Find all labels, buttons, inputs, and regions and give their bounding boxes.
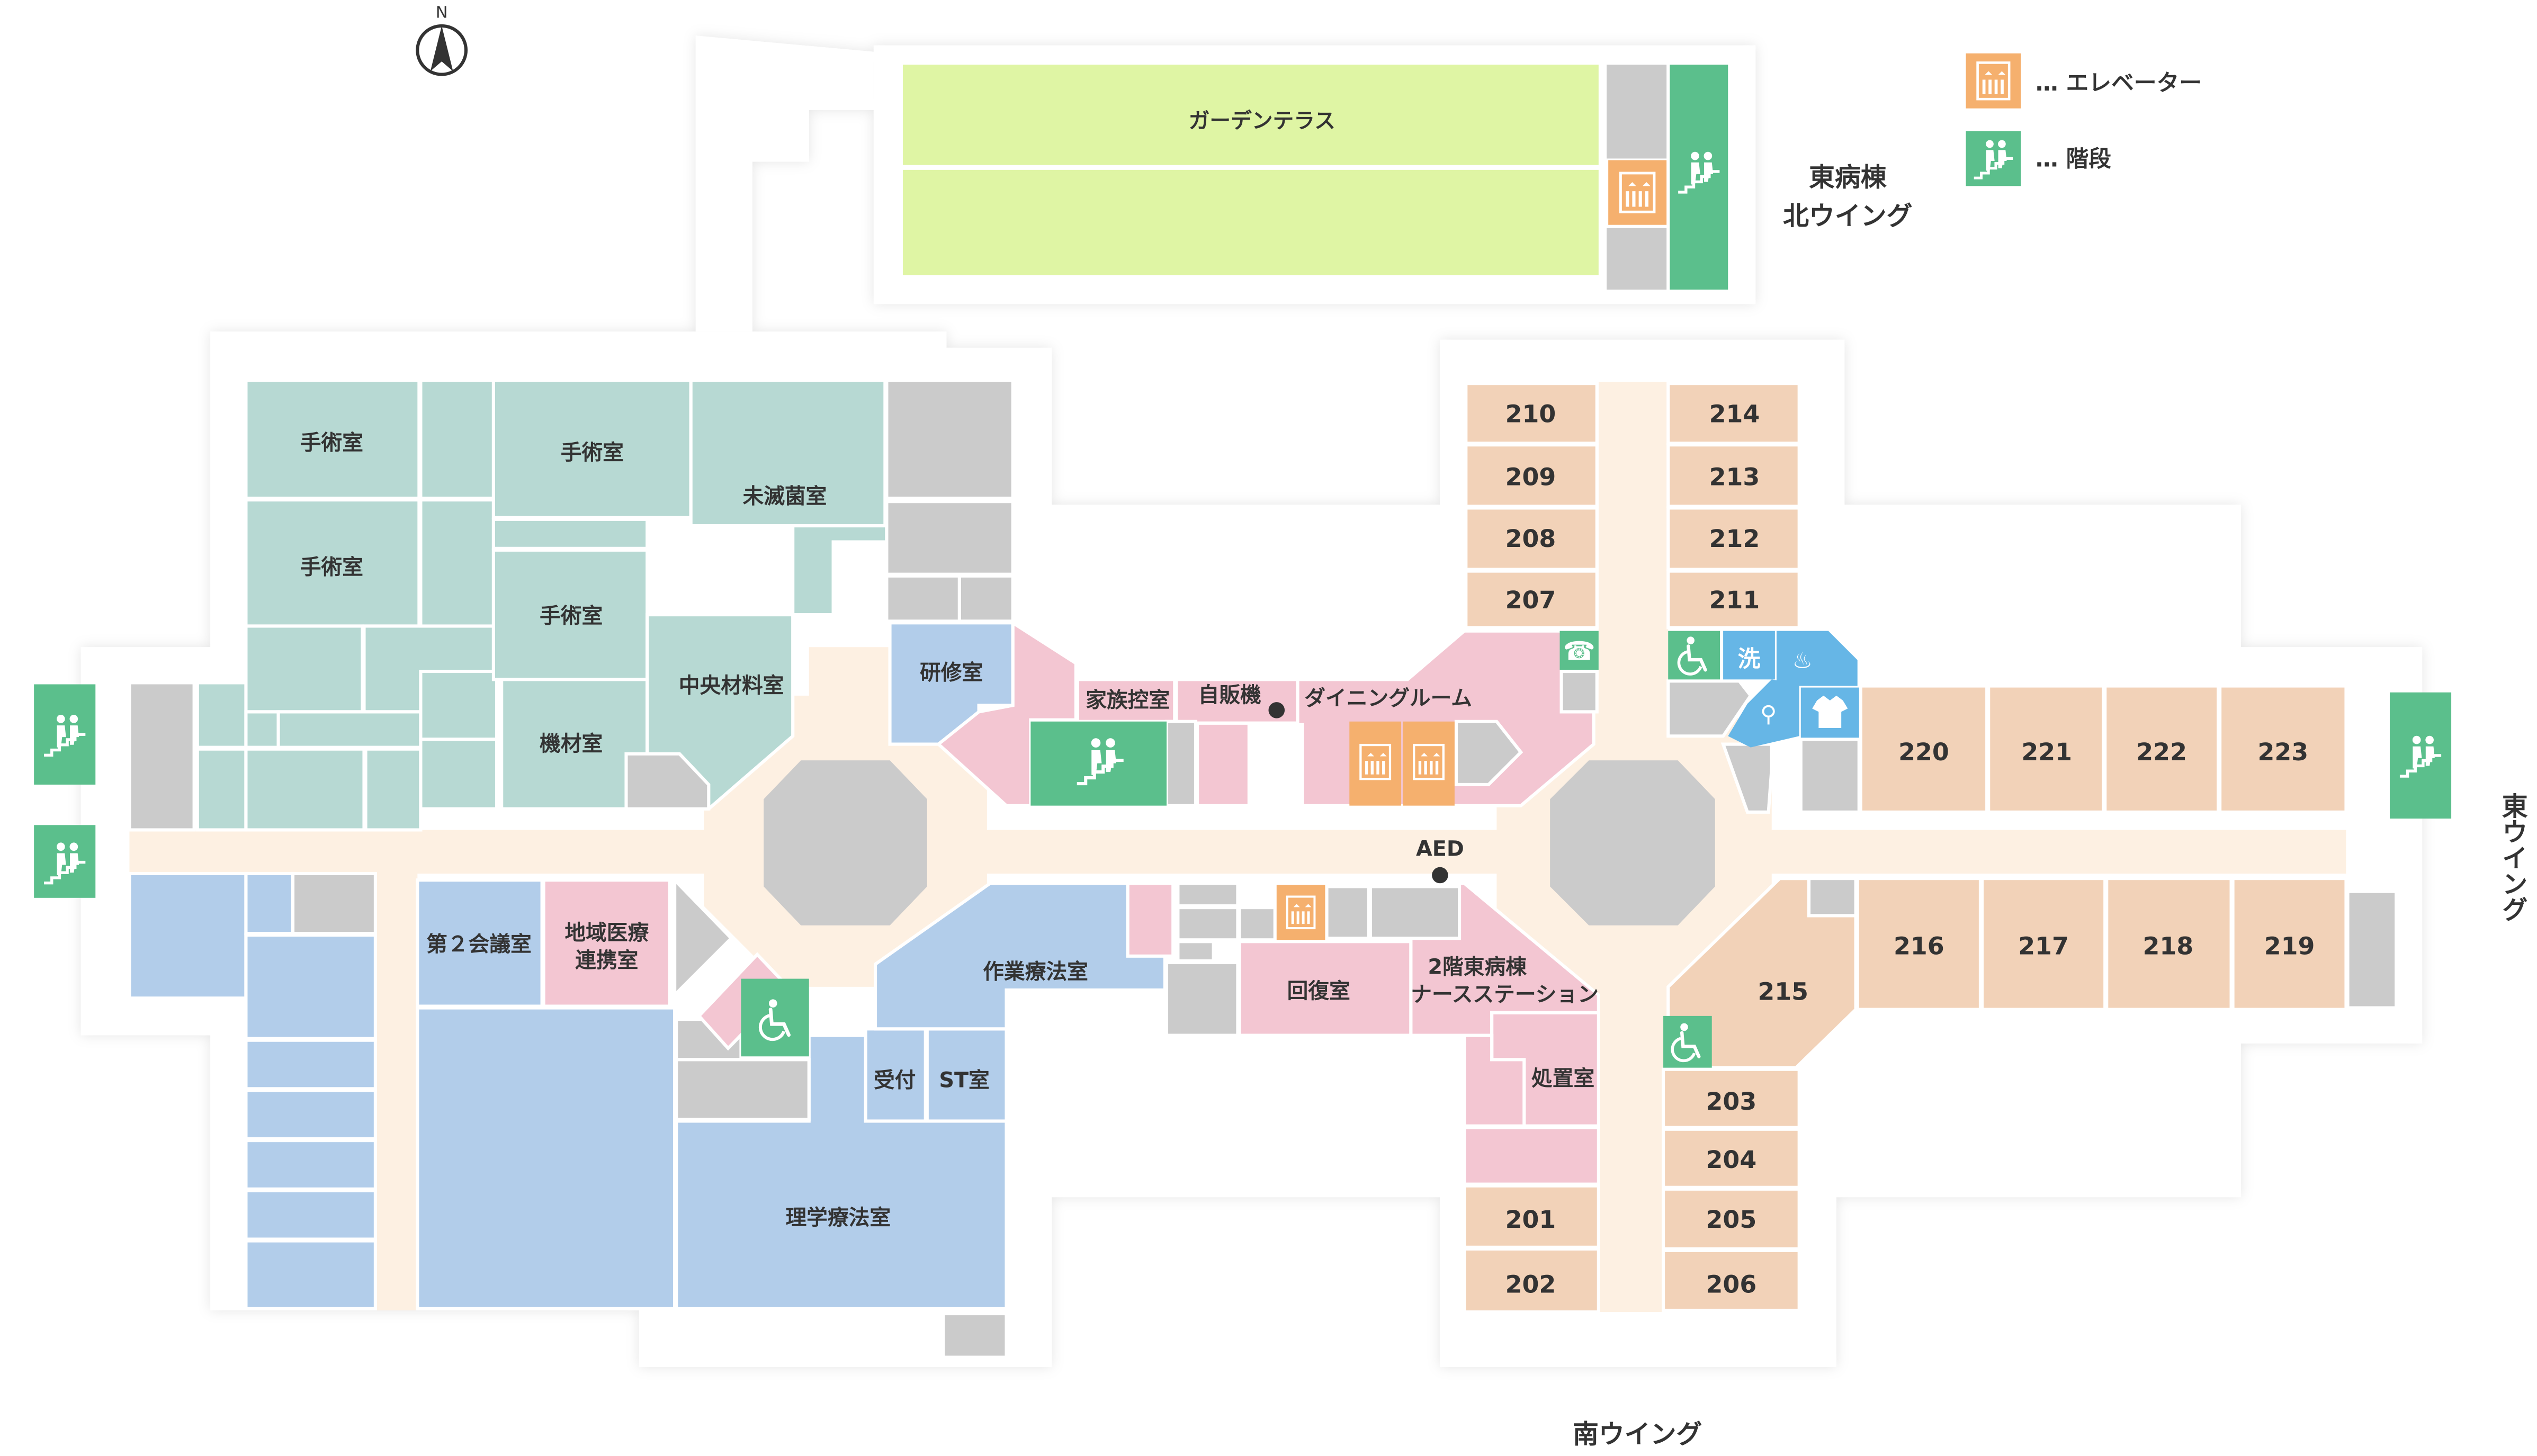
recovery-room-label: 回復室 xyxy=(1287,979,1350,1003)
room-214: 214 xyxy=(1709,399,1760,428)
north-arrow-icon xyxy=(430,25,453,71)
central-material-room-label: 中央材料室 xyxy=(679,673,784,698)
east-wing-label: 東ウイング xyxy=(2498,793,2528,922)
room-203: 203 xyxy=(1706,1087,1757,1116)
regional-liaison-line-1: 地域医療 xyxy=(564,921,649,945)
st-room-label: ST室 xyxy=(939,1068,989,1092)
room-215: 215 xyxy=(1758,977,1808,1005)
east-stairs xyxy=(2389,692,2452,819)
telephone-icon: ☎ xyxy=(1563,636,1595,667)
ward-room-numbers: 210 209 208 207 214 213 212 211 220 221 … xyxy=(1505,399,2315,1298)
ward-rooms xyxy=(1463,382,2348,1314)
center-grays xyxy=(1164,669,1599,1037)
surgical-block xyxy=(195,378,889,832)
occupational-therapy-label: 作業療法室 xyxy=(983,960,1088,984)
physical-therapy-label: 理学療法室 xyxy=(785,1206,891,1230)
legend-elevator-label: … エレベーター xyxy=(2036,70,2202,96)
room-212: 212 xyxy=(1709,524,1760,553)
wheelchair-toilet-west xyxy=(741,978,809,1057)
elevator-center-2 xyxy=(1403,721,1455,806)
room-223: 223 xyxy=(2257,738,2308,766)
room-208: 208 xyxy=(1505,524,1556,553)
surgery-room-1-label: 手術室 xyxy=(300,430,363,455)
room-204: 204 xyxy=(1706,1145,1757,1174)
nurse-station-line-1: 2階東病棟 xyxy=(1428,955,1527,979)
legend: … エレベーター … 階段 xyxy=(1966,53,2202,186)
surgery-room-2-label: 手術室 xyxy=(561,441,624,465)
compass-label: N xyxy=(436,4,448,22)
room-220: 220 xyxy=(1898,738,1949,766)
aed-label: AED xyxy=(1416,837,1464,861)
garden-terrace: ガーデンテラス xyxy=(899,61,1728,290)
phone-box xyxy=(1559,631,1599,670)
elevator-center-1 xyxy=(1349,721,1402,806)
north-wing-label-1: 東病棟 xyxy=(1809,162,1887,192)
room-210: 210 xyxy=(1505,399,1556,428)
reception-label: 受付 xyxy=(874,1068,916,1092)
west-stairs xyxy=(34,684,96,898)
aed-marker xyxy=(1432,867,1448,884)
garden-terrace-label: ガーデンテラス xyxy=(1189,109,1335,133)
elevator-center-3 xyxy=(1276,885,1325,940)
room-222: 222 xyxy=(2136,738,2187,766)
compass: N xyxy=(416,4,468,76)
room-221: 221 xyxy=(2021,738,2072,766)
stairs-center xyxy=(1030,721,1167,806)
laundry-icon: 洗 xyxy=(1738,646,1761,672)
east-grays xyxy=(1666,679,2398,1010)
room-216: 216 xyxy=(1894,932,1944,960)
regional-liaison-line-2: 連携室 xyxy=(575,948,638,973)
shower-icon: ⚲ xyxy=(1760,701,1777,727)
room-206: 206 xyxy=(1706,1270,1757,1298)
meeting-room-2-label: 第２会議室 xyxy=(426,932,532,957)
liaison-room-shape xyxy=(542,878,672,1008)
surgery-room-4-label: 手術室 xyxy=(540,604,603,628)
room-205: 205 xyxy=(1706,1205,1757,1234)
legend-stairs-label: … 階段 xyxy=(2036,146,2111,173)
nurse-station-line-2: ナースステーション xyxy=(1411,982,1599,1006)
room-219: 219 xyxy=(2264,932,2315,960)
facility-icons: 洗 ♨ ⚲ xyxy=(1668,631,1859,748)
surgery-room-3-label: 手術室 xyxy=(300,555,363,580)
clothes-icon xyxy=(1812,695,1848,728)
vending-marker xyxy=(1268,702,1285,718)
room-217: 217 xyxy=(2018,932,2069,960)
treatment-room-label: 処置室 xyxy=(1531,1066,1594,1091)
equipment-room-label: 機材室 xyxy=(540,732,603,756)
west-grays xyxy=(291,871,1008,1359)
room-202: 202 xyxy=(1505,1270,1556,1298)
room-207: 207 xyxy=(1505,586,1556,614)
training-room-label: 研修室 xyxy=(920,660,983,685)
room-209: 209 xyxy=(1505,463,1556,491)
surgical-grays xyxy=(128,378,1015,832)
room-201: 201 xyxy=(1505,1205,1556,1234)
room-211: 211 xyxy=(1709,586,1760,614)
vending-label: 自販機 xyxy=(1198,683,1261,707)
family-waiting-label: 家族控室 xyxy=(1086,688,1170,712)
north-wing-label-2: 北ウイング xyxy=(1783,201,1912,231)
south-wing-label: 南ウイング xyxy=(1573,1419,1702,1450)
room-213: 213 xyxy=(1709,463,1760,491)
center-pink xyxy=(936,619,1600,1186)
dining-label: ダイニングルーム xyxy=(1304,686,1472,711)
unsterilized-room-label: 未滅菌室 xyxy=(742,484,827,508)
hall-left xyxy=(704,695,987,987)
west-blue-block xyxy=(128,621,1167,1310)
dryer-icon: ♨ xyxy=(1792,648,1813,674)
room-218: 218 xyxy=(2143,932,2194,960)
